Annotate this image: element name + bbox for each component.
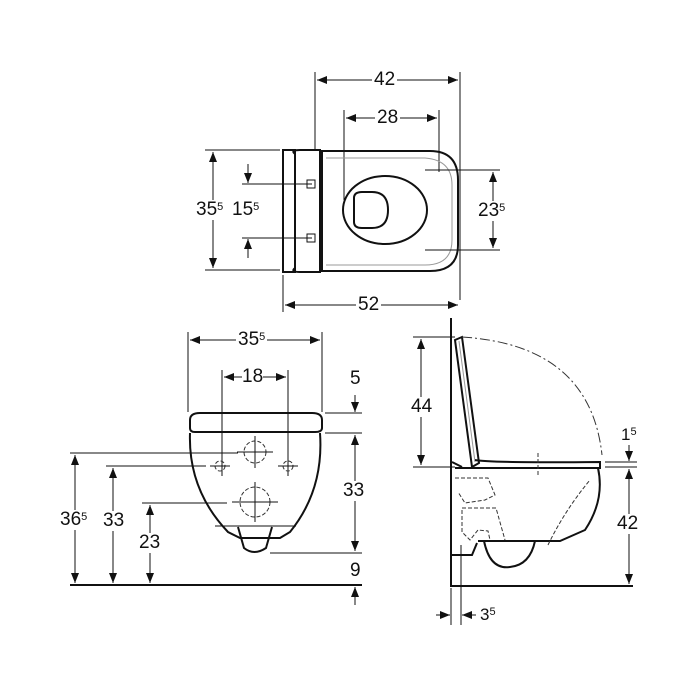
dim-superscript: 5 [253, 201, 260, 213]
dim-value: 33 [343, 480, 365, 501]
dim-superscript: 5 [489, 606, 496, 618]
dim-top-depth-back: 355 [196, 199, 224, 220]
dim-value: 35 [196, 199, 218, 220]
dim-superscript: 5 [81, 511, 88, 523]
dim-value: 1 [621, 425, 631, 444]
dim-front-inlet-height: 365 [58, 509, 90, 530]
dim-top-width-inner: 28 [375, 107, 401, 128]
dim-value: 44 [411, 396, 433, 417]
dim-value: 36 [60, 509, 82, 530]
dim-value: 15 [232, 199, 254, 220]
dim-superscript: 5 [259, 331, 266, 343]
dim-top-bowl-opening: 235 [476, 200, 508, 221]
dim-superscript: 5 [499, 202, 506, 214]
dim-side-lid-height: 44 [409, 396, 435, 417]
dim-front-outlet-height: 23 [137, 532, 163, 553]
dim-side-seat-thickness: 15 [619, 425, 639, 445]
dim-top-length-overall: 52 [356, 294, 382, 315]
front-view [70, 332, 362, 605]
dim-value: 42 [374, 69, 396, 90]
dim-front-fixing-distance: 18 [242, 366, 264, 387]
top-view [205, 72, 500, 312]
dim-top-fixing-spacing: 155 [232, 199, 260, 220]
dim-value: 23 [478, 200, 500, 221]
dim-superscript: 5 [630, 426, 637, 438]
dim-value: 35 [238, 329, 260, 350]
dim-value: 23 [139, 532, 161, 553]
dim-superscript: 5 [217, 201, 224, 213]
dim-value: 42 [617, 513, 639, 534]
dim-value: 18 [242, 366, 264, 387]
dim-value: 3 [480, 605, 490, 624]
dim-side-rim-height: 42 [615, 513, 641, 534]
dim-side-wall-offset: 35 [478, 605, 498, 625]
dim-value: 5 [350, 368, 361, 389]
dim-top-width-overall: 42 [372, 69, 398, 90]
dim-front-seat-height: 5 [348, 369, 363, 389]
dim-value: 28 [377, 107, 399, 128]
side-view [413, 318, 637, 625]
dim-front-bowl-height: 33 [341, 480, 367, 501]
dim-value: 33 [103, 510, 125, 531]
dim-front-floor-gap: 9 [348, 561, 363, 581]
dim-front-width: 355 [236, 329, 268, 350]
dim-value: 52 [358, 294, 380, 315]
dim-front-fixing-height: 33 [101, 510, 127, 531]
dim-value: 9 [350, 560, 361, 581]
